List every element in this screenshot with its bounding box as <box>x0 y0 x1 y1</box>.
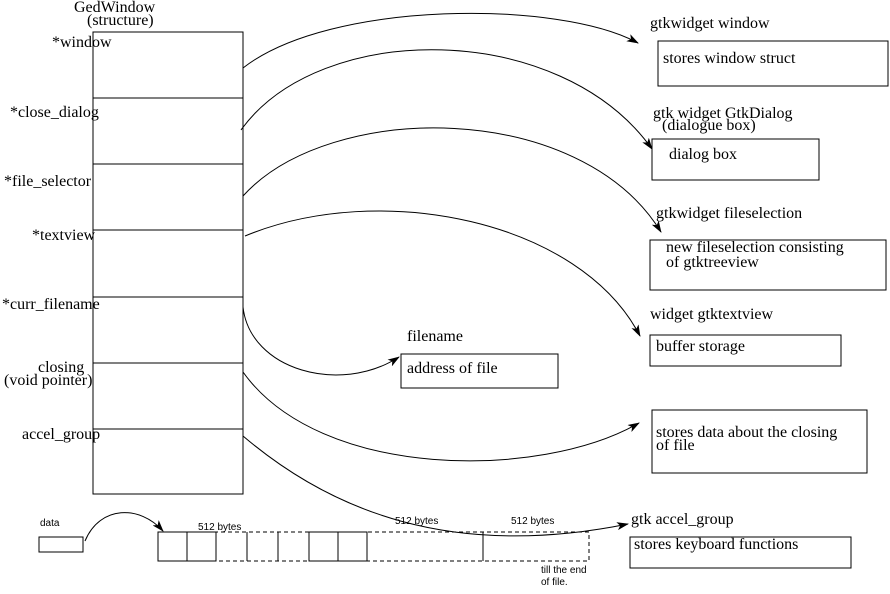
buffer-cell <box>157 531 188 562</box>
field-closing-note: (void pointer) <box>4 372 92 389</box>
arrow-accel <box>242 435 629 537</box>
textview-header: widget gtktextview <box>650 306 774 323</box>
field-closing: closing <box>38 359 84 376</box>
field-textview: *textview <box>32 227 96 244</box>
arrow-textview <box>244 210 641 337</box>
fileselection-header: gtkwidget fileselection <box>656 205 802 222</box>
arrow-data-to-buffer <box>84 512 164 542</box>
closing-box-text-1: stores data about the closing <box>656 424 837 441</box>
arrow-closing <box>242 371 640 462</box>
arrow-filename <box>242 306 400 376</box>
field-curr-filename: *curr_filename <box>2 296 100 313</box>
bytes-label-1: 512 bytes <box>198 522 241 533</box>
bytes-label-2: 512 bytes <box>395 516 438 527</box>
filename-box <box>400 353 559 389</box>
field-file-selector: *file_selector <box>4 173 92 190</box>
end-note-2: of file. <box>541 577 568 588</box>
arrow-fileselection <box>242 127 662 233</box>
struct-title: GedWindow <box>74 0 156 16</box>
filename-header: filename <box>407 328 463 345</box>
end-note-1: till the end <box>541 565 587 576</box>
field-window: *window <box>52 34 112 51</box>
closing-box-text-2: of file <box>656 437 695 454</box>
buffer-cell <box>186 531 217 562</box>
dialog-header: gtk widget GtkDialog <box>653 105 793 122</box>
window-box <box>657 40 889 87</box>
field-accel-group: accel_group <box>22 426 100 443</box>
textview-box-text: buffer storage <box>656 338 745 355</box>
filename-box-text: address of file <box>407 360 498 377</box>
data-box <box>38 536 84 553</box>
struct-box <box>92 31 244 495</box>
closing-box <box>651 409 868 474</box>
dialog-box <box>651 138 820 181</box>
arrow-dialog <box>240 49 653 150</box>
window-box-text: stores window struct <box>663 50 796 67</box>
bytes-label-3: 512 bytes <box>511 516 554 527</box>
fileselection-box <box>649 239 887 291</box>
accel-box <box>629 536 852 569</box>
struct-subtitle: (structure) <box>87 12 154 29</box>
arrow-window <box>242 12 639 69</box>
accel-header: gtk accel_group <box>631 511 734 528</box>
data-label: data <box>40 518 60 529</box>
textview-box <box>649 334 842 367</box>
buffer-cell <box>337 531 368 562</box>
accel-box-text: stores keyboard functions <box>634 536 798 553</box>
window-header: gtkwidget window <box>650 15 770 32</box>
field-close-dialog: *close_dialog <box>10 104 99 121</box>
buffer-cell <box>308 531 339 562</box>
dialog-box-text: dialog box <box>669 146 737 163</box>
fileselection-box-text-1: new fileselection consisting <box>666 239 844 256</box>
fileselection-box-text-2: of gtktreeview <box>666 254 759 271</box>
buffer-strip <box>157 531 590 562</box>
dialog-header-sub: (dialogue box) <box>662 117 756 134</box>
